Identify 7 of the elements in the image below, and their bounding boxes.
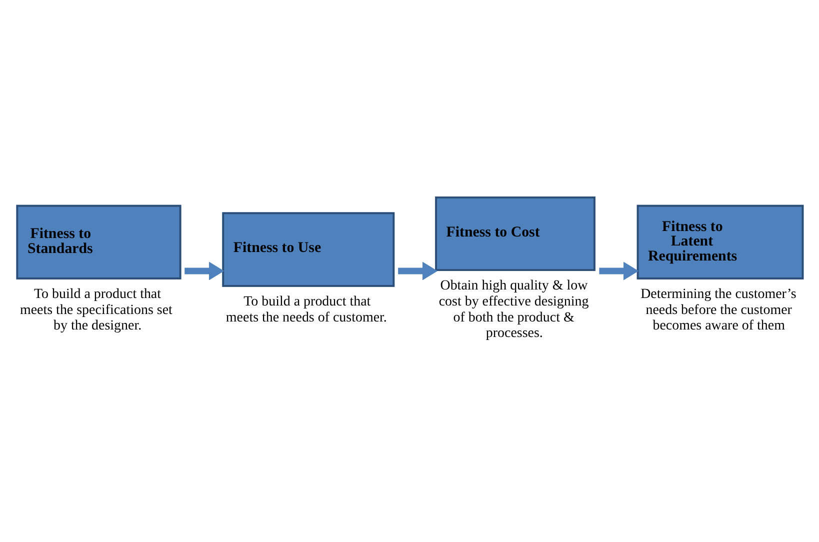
node-label: To build a product that meets the needs of customer. — [226, 294, 387, 326]
arrow — [599, 262, 639, 280]
node-label: To build a product that meets the specifications set by the designer. — [20, 287, 172, 334]
arrow — [398, 262, 438, 280]
node-label: Determining the customer’s needs before the customer becomes aware of them — [640, 287, 796, 334]
node-label: Obtain high quality & low cost by effective designing of both the product & processes. — [438, 278, 589, 342]
arrow — [184, 262, 224, 280]
